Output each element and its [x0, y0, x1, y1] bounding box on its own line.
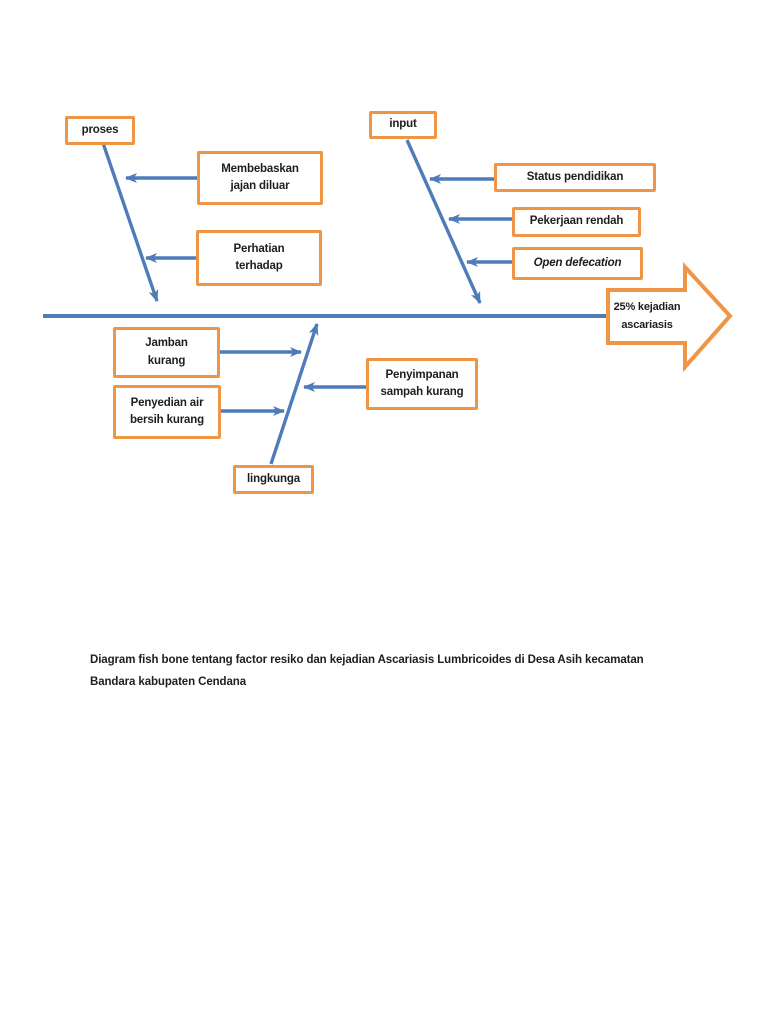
proses-category-label: proses: [81, 123, 119, 136]
penyimpanan-sampah-cause-box: Penyimpanan sampah kurang: [366, 358, 478, 410]
lingkunga-category-box: lingkunga: [233, 465, 314, 494]
lingkunga-category-label: lingkunga: [247, 472, 300, 485]
proses-branch-line: [101, 142, 159, 302]
effect-arrow-label: 25% kejadian ascariasis: [613, 301, 681, 331]
input-category-label: input: [389, 118, 417, 131]
proses-category-box: proses: [65, 116, 135, 145]
status-pendidikan-cause-box: Status pendidikan: [494, 163, 656, 192]
diagram-caption: Diagram fish bone tentang factor resiko …: [90, 654, 644, 688]
penyedian-air-cause-box: Penyedian air bersih kurang: [113, 385, 221, 439]
membebaskan-cause-box: Membebaskan jajan diluar: [197, 151, 323, 205]
open-defecation-cause-box: Open defecation: [512, 247, 643, 280]
pekerjaan-rendah-cause-box: Pekerjaan rendah: [512, 207, 641, 237]
effect-arrow-shape: [606, 261, 733, 373]
jamban-kurang-cause-box: Jamban kurang: [113, 327, 220, 378]
input-category-box: input: [369, 111, 437, 139]
input-branch-line: [405, 139, 482, 304]
lingkunga-branch-line: [269, 323, 319, 465]
perhatian-cause-box: Perhatian terhadap: [196, 230, 322, 286]
